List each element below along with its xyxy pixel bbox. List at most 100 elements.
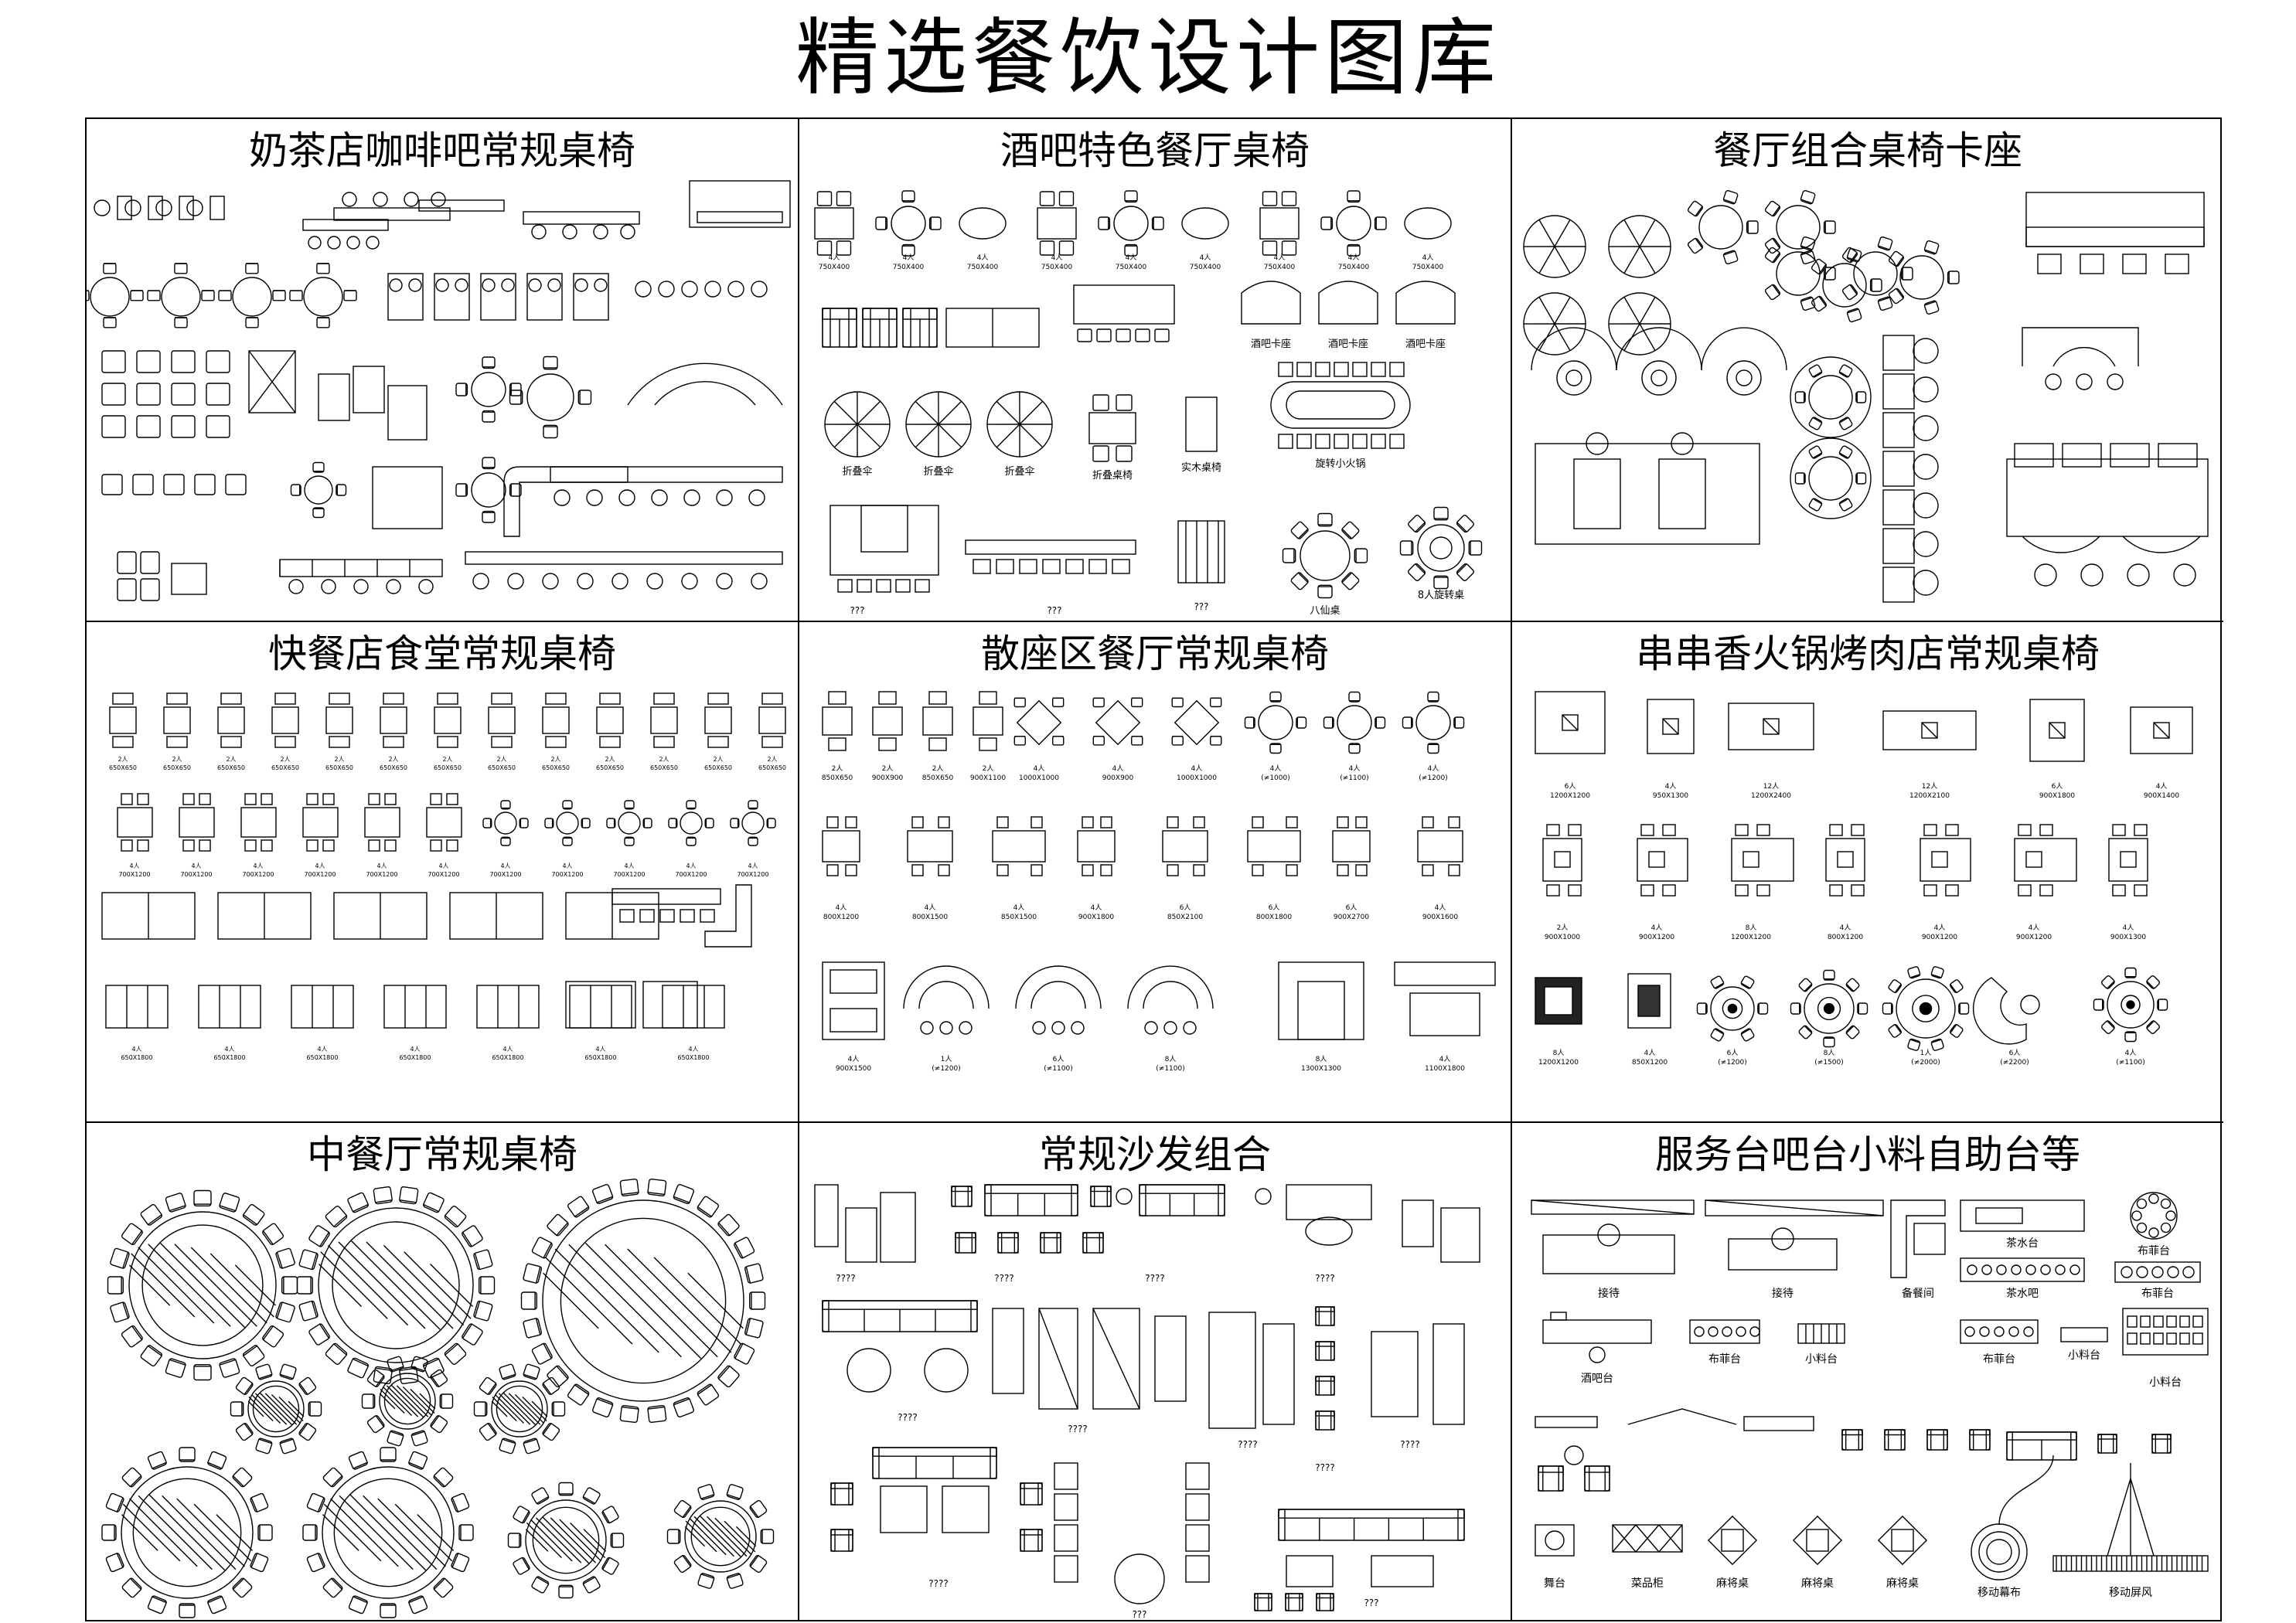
svg-text:700X1200: 700X1200: [428, 871, 459, 878]
svg-text:(≠1200): (≠1200): [1718, 1059, 1746, 1067]
svg-text:4人: 4人: [2156, 782, 2168, 791]
svg-text:????: ????: [1238, 1439, 1257, 1450]
panel-title-bar-feature: 酒吧特色餐厅桌椅: [1000, 128, 1310, 173]
svg-text:???: ???: [850, 605, 864, 616]
svg-text:????: ????: [1315, 1462, 1334, 1473]
svg-text:折叠伞: 折叠伞: [842, 465, 872, 478]
svg-text:接待: 接待: [1598, 1287, 1620, 1300]
svg-text:700X1200: 700X1200: [489, 871, 521, 878]
panel-service: 接待接待备餐间茶水台布菲台茶水吧布菲台酒吧台布菲台小料台布菲台小料台小料台舞台菜…: [1512, 1123, 2223, 1620]
svg-text:(≠2000): (≠2000): [1911, 1059, 1940, 1067]
svg-text:???: ???: [1194, 601, 1208, 612]
svg-text:1200X1200: 1200X1200: [1538, 1059, 1579, 1067]
svg-text:???: ???: [1364, 1597, 1378, 1608]
svg-text:2人: 2人: [767, 756, 777, 763]
svg-text:1000X1000: 1000X1000: [1019, 774, 1059, 782]
svg-text:900X1800: 900X1800: [1078, 914, 1115, 921]
svg-text:备餐间: 备餐间: [1902, 1287, 1934, 1300]
svg-text:800X1200: 800X1200: [823, 914, 860, 921]
svg-text:6人: 6人: [1727, 1049, 1739, 1057]
svg-text:????: ????: [1068, 1424, 1087, 1434]
svg-text:8人: 8人: [1553, 1049, 1565, 1057]
svg-text:650X650: 650X650: [596, 764, 624, 771]
svg-text:旋转小火锅: 旋转小火锅: [1315, 458, 1365, 470]
svg-text:650X1800: 650X1800: [584, 1054, 616, 1061]
svg-text:700X1200: 700X1200: [675, 871, 707, 878]
svg-text:移动幕布: 移动幕布: [1977, 1587, 2021, 1599]
svg-text:800X1800: 800X1800: [1256, 914, 1293, 921]
svg-text:6人: 6人: [1053, 1055, 1065, 1063]
svg-text:800X1500: 800X1500: [912, 914, 949, 921]
svg-text:2人: 2人: [280, 756, 290, 763]
svg-text:4人: 4人: [1651, 924, 1663, 932]
svg-text:850X650: 850X650: [922, 774, 954, 782]
svg-text:1100X1800: 1100X1800: [1425, 1065, 1465, 1073]
milk-tea-drawing: [87, 180, 791, 601]
svg-text:1200X2400: 1200X2400: [1751, 792, 1791, 800]
svg-text:6人: 6人: [1269, 903, 1280, 912]
svg-text:650X650: 650X650: [542, 764, 570, 771]
svg-text:4人: 4人: [836, 903, 847, 912]
svg-text:4人: 4人: [2125, 1049, 2137, 1057]
svg-text:650X650: 650X650: [271, 764, 299, 771]
svg-text:850X1500: 850X1500: [1001, 914, 1037, 921]
svg-text:6人: 6人: [2009, 1049, 2021, 1057]
svg-text:6人: 6人: [2052, 782, 2063, 791]
svg-text:6人: 6人: [1565, 782, 1576, 791]
svg-text:650X650: 650X650: [163, 764, 191, 771]
svg-text:750X400: 750X400: [1412, 264, 1444, 271]
bar-feature-drawing: 4人750X4004人750X4004人750X4004人750X4004人75…: [814, 190, 1483, 617]
svg-text:酒吧卡座: 酒吧卡座: [1328, 339, 1368, 350]
svg-text:650X650: 650X650: [650, 764, 678, 771]
svg-text:2人: 2人: [334, 756, 344, 763]
page-title: 精选餐饮设计图库: [795, 10, 1501, 107]
svg-text:4人: 4人: [253, 863, 263, 869]
svg-text:900X1300: 900X1300: [2110, 934, 2147, 941]
dining-area-drawing: 2人850X6502人900X9002人850X6502人900X11004人1…: [822, 691, 1496, 1073]
svg-text:750X400: 750X400: [893, 264, 925, 271]
svg-text:700X1200: 700X1200: [180, 871, 212, 878]
svg-text:4人: 4人: [224, 1046, 234, 1053]
svg-text:12人: 12人: [1922, 782, 1937, 791]
svg-text:2人: 2人: [442, 756, 452, 763]
svg-text:2人: 2人: [172, 756, 182, 763]
svg-text:4人: 4人: [624, 863, 634, 869]
panel-title-milk-tea: 奶茶店咖啡吧常规桌椅: [249, 128, 635, 173]
svg-text:1300X1300: 1300X1300: [1301, 1065, 1341, 1073]
svg-text:650X1800: 650X1800: [677, 1054, 709, 1061]
svg-text:4人: 4人: [1274, 253, 1286, 262]
svg-text:茶水吧: 茶水吧: [2006, 1288, 2039, 1300]
svg-text:750X400: 750X400: [967, 264, 999, 271]
panel-title-service: 服务台吧台小料自助台等: [1655, 1132, 2080, 1177]
svg-text:4人: 4人: [502, 1046, 513, 1053]
fast-food-symbols: 2人650X6502人650X6502人650X6502人650X6502人65…: [101, 692, 786, 1061]
svg-text:8人旋转桌: 8人旋转桌: [1418, 590, 1464, 601]
svg-text:650X650: 650X650: [109, 764, 137, 771]
svg-text:700X1200: 700X1200: [366, 871, 397, 878]
svg-text:650X1800: 650X1800: [213, 1054, 245, 1061]
svg-text:酒吧卡座: 酒吧卡座: [1251, 339, 1291, 350]
svg-text:900X900: 900X900: [1102, 774, 1134, 782]
svg-text:6人: 6人: [1346, 903, 1358, 912]
svg-text:小料台: 小料台: [2068, 1349, 2100, 1362]
svg-text:4人: 4人: [1349, 764, 1361, 773]
svg-text:2人: 2人: [832, 764, 843, 773]
svg-text:1200X2100: 1200X2100: [1909, 792, 1950, 800]
svg-text:4人: 4人: [376, 863, 387, 869]
svg-text:2人: 2人: [1557, 924, 1569, 932]
chinese-dining-symbols: [101, 1178, 775, 1618]
svg-text:900X1600: 900X1600: [1422, 914, 1459, 921]
svg-text:????: ????: [898, 1412, 917, 1423]
svg-text:麻将桌: 麻将桌: [1886, 1577, 1919, 1590]
svg-text:实木桌椅: 实木桌椅: [1181, 462, 1221, 474]
svg-text:4人: 4人: [1428, 764, 1439, 773]
svg-text:750X400: 750X400: [1264, 264, 1296, 271]
svg-text:(≠1100): (≠1100): [1340, 774, 1368, 782]
panel-title-sofa: 常规沙发组合: [1039, 1132, 1271, 1177]
svg-text:4人: 4人: [1435, 903, 1446, 912]
svg-text:4人: 4人: [1348, 253, 1360, 262]
svg-text:布菲台: 布菲台: [2138, 1245, 2170, 1257]
